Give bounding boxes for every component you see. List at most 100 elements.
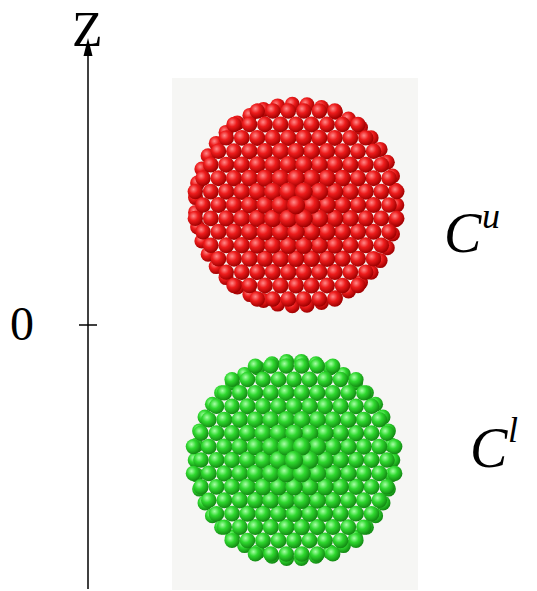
atom-sphere <box>186 466 201 481</box>
atom-sphere <box>248 358 263 373</box>
atom-sphere <box>240 372 256 388</box>
atom-sphere <box>250 103 265 118</box>
atom-sphere <box>242 117 258 133</box>
atom-sphere <box>342 130 358 146</box>
atom-sphere <box>371 439 387 455</box>
atom-sphere <box>372 493 388 509</box>
atom-sphere <box>211 224 227 240</box>
atom-sphere <box>188 184 203 199</box>
atom-sphere <box>356 492 372 508</box>
atom-sphere <box>327 291 342 306</box>
atom-sphere <box>193 426 208 441</box>
atom-sphere <box>348 372 363 387</box>
cluster-label: C <box>444 205 481 261</box>
atom-sphere <box>312 103 327 118</box>
atom-sphere <box>257 278 273 294</box>
atom-sphere <box>296 103 312 119</box>
lower-cluster <box>186 354 403 566</box>
atom-sphere <box>250 291 265 306</box>
atom-sphere <box>356 385 371 400</box>
atom-sphere <box>193 479 208 494</box>
atom-sphere <box>319 278 335 294</box>
atom-sphere <box>201 493 217 509</box>
atom-sphere <box>285 451 303 469</box>
atom-sphere <box>381 197 397 213</box>
atom-sphere <box>381 224 396 239</box>
atom-sphere <box>358 157 374 173</box>
atom-sphere <box>372 412 388 428</box>
atom-sphere <box>317 533 333 549</box>
atom-sphere <box>387 466 402 481</box>
atom-sphere <box>203 184 219 200</box>
atom-sphere <box>279 546 295 562</box>
atom-sphere <box>333 533 349 549</box>
atom-sphere <box>389 211 404 226</box>
atom-sphere <box>327 103 342 118</box>
atom-sphere <box>226 278 241 293</box>
atom-sphere <box>371 466 387 482</box>
atom-sphere <box>350 278 365 293</box>
atom-sphere <box>201 439 217 455</box>
atom-sphere <box>364 506 380 522</box>
cluster-superscript: l <box>508 412 518 448</box>
tick-label: 0 <box>10 300 34 348</box>
atom-sphere <box>217 385 232 400</box>
atom-sphere <box>335 278 351 294</box>
atom-sphere <box>211 144 227 160</box>
atom-sphere <box>356 519 371 534</box>
atom-sphere <box>224 372 239 387</box>
atom-sphere <box>333 372 349 388</box>
atom-sphere <box>257 117 273 133</box>
atom-sphere <box>211 170 227 186</box>
atom-sphere <box>242 278 258 294</box>
atom-sphere <box>379 452 395 468</box>
atom-sphere <box>358 130 373 145</box>
atom-sphere <box>310 358 325 373</box>
atom-sphere <box>373 184 389 200</box>
atom-sphere <box>217 519 232 534</box>
atom-sphere <box>209 506 225 522</box>
atom-sphere <box>348 533 363 548</box>
atom-sphere <box>279 358 295 374</box>
atom-sphere <box>201 412 217 428</box>
atom-sphere <box>287 196 305 214</box>
atom-sphere <box>317 372 333 388</box>
atom-sphere <box>209 425 225 441</box>
atom-sphere <box>203 238 219 254</box>
atom-sphere <box>379 479 394 494</box>
atom-sphere <box>263 546 278 561</box>
atom-sphere <box>193 452 209 468</box>
atom-sphere <box>211 251 227 267</box>
atom-sphere <box>358 237 374 253</box>
upper-cluster <box>188 97 405 313</box>
atom-sphere <box>188 211 203 226</box>
atom-sphere <box>240 533 256 549</box>
atom-sphere <box>219 130 234 145</box>
atom-sphere <box>389 184 404 199</box>
atom-sphere <box>364 399 380 415</box>
atom-sphere <box>203 157 219 173</box>
atom-sphere <box>186 439 201 454</box>
atom-sphere <box>281 291 297 307</box>
atom-sphere <box>366 251 382 267</box>
atom-sphere <box>366 144 382 160</box>
atom-sphere <box>255 372 271 388</box>
atom-sphere <box>265 291 280 306</box>
atom-sphere <box>340 385 356 401</box>
axis-label: Z <box>72 4 103 54</box>
atom-sphere <box>195 171 210 186</box>
atom-sphere <box>364 479 380 495</box>
atom-sphere <box>234 130 250 146</box>
atom-sphere <box>374 238 390 254</box>
atom-sphere <box>226 117 241 132</box>
atom-sphere <box>340 519 356 535</box>
atom-sphere <box>232 519 248 535</box>
atom-sphere <box>219 264 234 279</box>
z-axis <box>87 52 89 589</box>
atom-sphere <box>296 291 312 307</box>
atom-sphere <box>209 452 225 468</box>
image-ground <box>172 78 418 590</box>
atom-sphere <box>209 399 225 415</box>
atom-sphere <box>255 533 271 549</box>
